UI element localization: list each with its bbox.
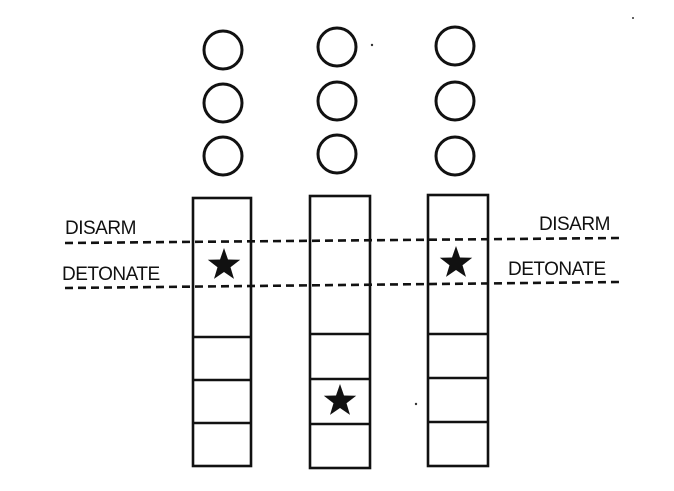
column-3-body bbox=[426, 193, 490, 468]
circle-icon bbox=[316, 133, 358, 175]
column-3 bbox=[426, 25, 490, 468]
speck bbox=[632, 17, 634, 19]
column-1-body bbox=[191, 196, 253, 468]
circle-icon bbox=[434, 25, 476, 67]
circle-icon bbox=[434, 135, 476, 177]
disarm-label-right: DISARM bbox=[539, 214, 610, 235]
column-2-body bbox=[308, 194, 372, 470]
column-2 bbox=[308, 26, 372, 470]
speck bbox=[370, 43, 374, 47]
circle-icon bbox=[202, 29, 244, 71]
disarm-line bbox=[64, 236, 621, 245]
circle-icon bbox=[434, 80, 476, 122]
column-1 bbox=[191, 29, 253, 468]
star-icon bbox=[207, 248, 241, 279]
detonate-label-left: DETONATE bbox=[62, 264, 160, 285]
star-icon bbox=[323, 384, 357, 415]
star-icon bbox=[439, 246, 473, 277]
circle-icon bbox=[316, 80, 358, 122]
detonate-line bbox=[64, 280, 621, 290]
circle-icon bbox=[316, 26, 358, 68]
detonate-label-right: DETONATE bbox=[508, 259, 606, 280]
circle-icon bbox=[202, 135, 244, 177]
disarm-label-left: DISARM bbox=[65, 218, 136, 239]
speck bbox=[414, 402, 418, 406]
circle-icon bbox=[202, 82, 244, 124]
